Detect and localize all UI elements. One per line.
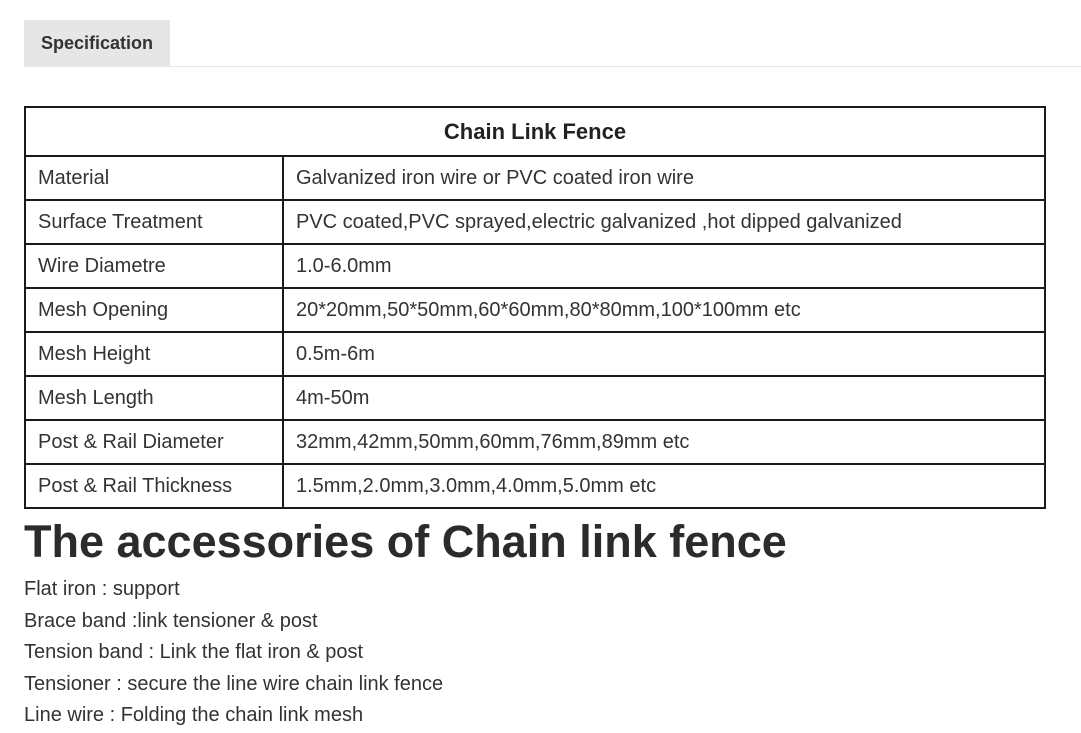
table-row: Mesh Opening 20*20mm,50*50mm,60*60mm,80*…	[24, 287, 1046, 333]
spec-table-title: Chain Link Fence	[24, 106, 1046, 157]
spec-label: Mesh Height	[24, 331, 284, 377]
table-row: Post & Rail Thickness 1.5mm,2.0mm,3.0mm,…	[24, 463, 1046, 509]
table-row: Wire Diametre 1.0-6.0mm	[24, 243, 1046, 289]
list-item: Flat iron : support	[24, 578, 180, 600]
spec-label: Mesh Opening	[24, 287, 284, 333]
list-item: Line wire : Folding the chain link mesh	[24, 704, 364, 727]
spec-value: PVC coated,PVC sprayed,electric galvaniz…	[282, 199, 1046, 245]
spec-label: Surface Treatment	[24, 199, 284, 245]
spec-value: 32mm,42mm,50mm,60mm,76mm,89mm etc	[282, 419, 1046, 465]
table-row: Mesh Height 0.5m-6m	[24, 331, 1046, 377]
spec-value: 20*20mm,50*50mm,60*60mm,80*80mm,100*100m…	[282, 287, 1046, 333]
accessories-heading: The accessories of Chain link fence	[24, 516, 787, 567]
spec-value: 1.0-6.0mm	[282, 243, 1046, 289]
spec-value: 0.5m-6m	[282, 331, 1046, 377]
tab-bar: Specification	[24, 20, 1081, 67]
spec-value: 1.5mm,2.0mm,3.0mm,4.0mm,5.0mm etc	[282, 463, 1046, 509]
accessories-list: Flat iron : support Brace band :link ten…	[24, 574, 443, 732]
table-row: Post & Rail Diameter 32mm,42mm,50mm,60mm…	[24, 419, 1046, 465]
spec-value: 4m-50m	[282, 375, 1046, 421]
list-item: Tensioner : secure the line wire chain l…	[24, 672, 444, 695]
table-row: Mesh Length 4m-50m	[24, 375, 1046, 421]
list-item: Tension band : Link the flat iron & post	[24, 641, 364, 664]
spec-label: Wire Diametre	[24, 243, 284, 289]
spec-label: Post & Rail Diameter	[24, 419, 284, 465]
table-row: Material Galvanized iron wire or PVC coa…	[24, 155, 1046, 201]
spec-label: Post & Rail Thickness	[24, 463, 284, 509]
spec-label: Material	[24, 155, 284, 201]
table-row: Surface Treatment PVC coated,PVC sprayed…	[24, 199, 1046, 245]
spec-label: Mesh Length	[24, 375, 284, 421]
spec-table: Chain Link Fence Material Galvanized iro…	[24, 106, 1046, 509]
tab-specification[interactable]: Specification	[24, 20, 170, 66]
list-item: Brace band :link tensioner & post	[24, 609, 318, 632]
spec-value: Galvanized iron wire or PVC coated iron …	[282, 155, 1046, 201]
